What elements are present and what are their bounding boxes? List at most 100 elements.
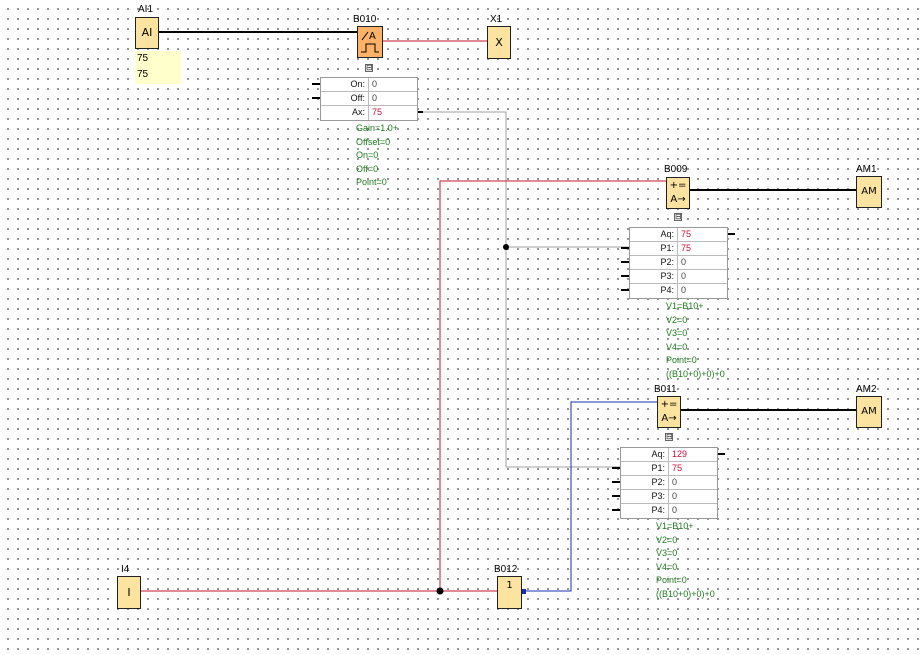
param-line: V1=B10+: [666, 301, 704, 311]
svg-text:A: A: [369, 31, 376, 42]
ai1-symbol: AI: [141, 26, 153, 39]
wire-b010-ax-param[interactable]: [418, 111, 621, 468]
b009-param-row: P2:0: [630, 256, 727, 270]
b010-param-list: Gain=1.0+ Offset=0 On=0 Off=0 Point=0: [356, 122, 398, 190]
wire-junction-gray: [503, 244, 509, 250]
am1-block[interactable]: AM: [856, 176, 882, 208]
b011-param-list: V1=B10+ V2=0 V3=0 V4=0 Point=0 ((B10+0)+…: [656, 520, 715, 601]
param-value[interactable]: 0: [681, 257, 687, 267]
param-line: V3=0: [656, 548, 678, 558]
i4-symbol: I: [127, 586, 131, 599]
x1-label: X1: [490, 14, 503, 25]
param-name: Ax:: [321, 106, 369, 120]
am2-symbol: AM: [861, 406, 877, 417]
param-value[interactable]: 75: [681, 229, 692, 239]
param-value[interactable]: 75: [372, 107, 383, 117]
param-line: V2=0: [666, 314, 688, 325]
param-value[interactable]: 0: [372, 93, 378, 103]
ai1-value-2: 75: [137, 69, 149, 80]
param-line: Point=0: [656, 575, 687, 585]
param-line: On=0: [356, 150, 379, 160]
b011-param-row: P4:0: [621, 504, 717, 518]
ai1-label: AI1: [138, 4, 154, 15]
b009-block[interactable]: += A→: [666, 177, 690, 209]
b009-label: B009: [664, 164, 688, 175]
b011-param-row: Aq:129: [621, 448, 717, 462]
param-line: V2=0: [656, 534, 678, 545]
b010-param-row: On:0: [321, 78, 417, 92]
param-value[interactable]: 0: [681, 285, 687, 295]
wire-junction-red: [436, 587, 444, 595]
b009-param-list: V1=B10+ V2=0 V3=0 V4=0 Point=0 ((B10+0)+…: [666, 300, 725, 381]
am2-block[interactable]: AM: [856, 396, 882, 428]
param-value[interactable]: 0: [681, 271, 687, 281]
b012-label: B012: [494, 564, 518, 575]
b010-label: B010: [353, 14, 377, 25]
b009-symbol-bottom: A→: [670, 194, 686, 205]
b011-block[interactable]: += A→: [657, 396, 681, 428]
param-name: Aq:: [621, 448, 669, 461]
param-value[interactable]: 0: [672, 477, 678, 487]
param-name: P4:: [621, 504, 669, 518]
ai1-block[interactable]: AI: [135, 17, 159, 49]
i4-block[interactable]: I: [117, 576, 141, 609]
b011-symbol-top: +=: [660, 399, 678, 410]
param-name: P3:: [630, 270, 678, 283]
param-name: P1:: [630, 242, 678, 255]
param-value[interactable]: 0: [372, 79, 378, 89]
param-name: P4:: [630, 284, 678, 298]
b010-param-row: Ax:75: [321, 106, 417, 120]
param-line: Offset=0: [356, 136, 391, 147]
param-line: Gain=1.0+: [356, 123, 399, 133]
param-name: Off:: [321, 92, 369, 105]
b010-collapse-toggle[interactable]: ⊟: [365, 63, 373, 72]
b011-param-row: P3:0: [621, 490, 717, 504]
wire-b012-to-b011[interactable]: [522, 401, 657, 592]
param-line: Point=0: [666, 355, 697, 365]
b010-param-table: On:0 Off:0 Ax:75: [320, 77, 418, 121]
param-name: P1:: [621, 462, 669, 475]
param-value[interactable]: 0: [672, 491, 678, 501]
param-value[interactable]: 0: [672, 505, 678, 515]
b009-param-row: P1:75: [630, 242, 727, 256]
b009-param-row: P3:0: [630, 270, 727, 284]
am1-symbol: AM: [861, 186, 877, 197]
b012-output-port: [521, 589, 526, 594]
x1-symbol: X: [495, 36, 503, 49]
param-line: ((B10+0)+0)+0: [656, 588, 715, 599]
param-line: V4=0: [656, 561, 678, 572]
param-line: V4=0: [666, 341, 688, 352]
param-line: ((B10+0)+0)+0: [666, 368, 725, 379]
b011-param-row: P1:75: [621, 462, 717, 476]
param-name: P2:: [621, 476, 669, 489]
param-name: Aq:: [630, 228, 678, 241]
b009-symbol-top: +=: [669, 180, 687, 191]
b011-param-table: Aq:129 P1:75 P2:0 P3:0 P4:0: [620, 447, 718, 519]
b009-collapse-toggle[interactable]: ⊟: [674, 212, 682, 221]
param-name: P3:: [621, 490, 669, 503]
x1-block[interactable]: X: [487, 26, 511, 59]
b012-block[interactable]: 1: [497, 576, 522, 609]
param-value[interactable]: 75: [672, 463, 683, 473]
b011-symbol-bottom: A→: [661, 413, 677, 424]
threshold-switch-icon: A: [361, 31, 379, 53]
b010-block[interactable]: A: [357, 26, 383, 58]
b012-symbol: 1: [506, 580, 513, 591]
param-line: Off=0: [356, 163, 379, 174]
ai1-values: 75 75: [135, 51, 181, 84]
param-value[interactable]: 129: [672, 449, 688, 459]
am2-label: AM2: [856, 384, 877, 395]
ai1-value-1: 75: [137, 53, 149, 64]
param-line: Point=0: [356, 177, 387, 187]
b011-collapse-toggle[interactable]: ⊟: [665, 432, 673, 441]
b010-param-row: Off:0: [321, 92, 417, 106]
b009-param-table: Aq:75 P1:75 P2:0 P3:0 P4:0: [629, 227, 728, 299]
param-value[interactable]: 75: [681, 243, 692, 253]
b009-param-row: P4:0: [630, 284, 727, 298]
b009-param-row: Aq:75: [630, 228, 727, 242]
b011-param-row: P2:0: [621, 476, 717, 490]
b011-label: B011: [654, 384, 677, 395]
i4-label: I4: [121, 564, 130, 575]
wire-i4-to-b009[interactable]: [439, 180, 666, 591]
